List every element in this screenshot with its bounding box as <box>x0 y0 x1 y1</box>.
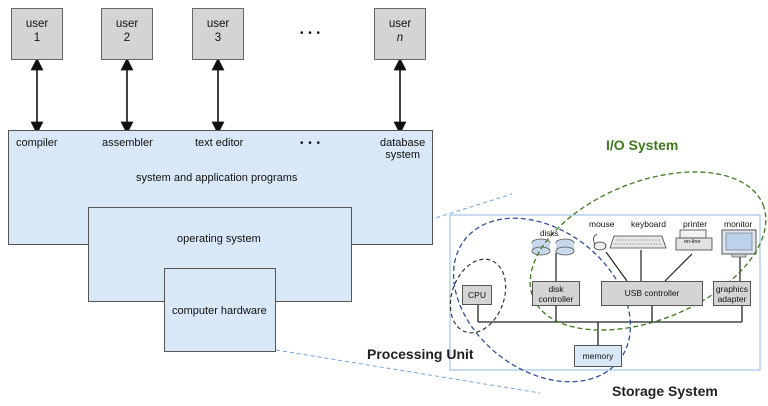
database-system-label: database system <box>380 137 425 161</box>
graphics-adapter-label-line1: graphics <box>715 284 749 294</box>
system-application-programs-label: system and application programs <box>136 172 298 184</box>
user-1-box: user 1 <box>11 8 63 60</box>
memory-box: memory <box>574 345 622 367</box>
user-n-label: user <box>388 18 412 30</box>
user-2-number: 2 <box>123 32 131 44</box>
mouse-label: mouse <box>589 219 615 229</box>
user-3-number: 3 <box>214 32 222 44</box>
disk-controller-label-line2: controller <box>538 294 574 304</box>
monitor-icon <box>721 229 757 258</box>
usb-controller-box: USB controller <box>601 281 703 306</box>
assembler-label: assembler <box>102 137 153 149</box>
disks-label: disks <box>540 229 559 238</box>
database-label-line2: system <box>385 149 421 161</box>
user-2-box: user 2 <box>101 8 153 60</box>
cpu-box: CPU <box>462 285 492 305</box>
users-ellipsis: • • • <box>300 28 322 39</box>
graphics-adapter-label-line2: adapter <box>717 294 747 304</box>
operating-system-label: operating system <box>177 233 261 245</box>
processing-unit-ellipse <box>449 258 507 334</box>
printer-label: printer <box>683 219 708 229</box>
memory-label: memory <box>582 351 614 361</box>
user-1-label: user <box>25 18 49 30</box>
user-2-label: user <box>115 18 139 30</box>
computer-hardware-label: computer hardware <box>172 305 267 317</box>
io-system-title: I/O System <box>606 137 679 153</box>
database-label-line1: database <box>380 137 426 149</box>
text-editor-label: text editor <box>195 137 244 149</box>
printer-icon <box>675 229 713 251</box>
disk-controller-label-line1: disk <box>548 284 564 294</box>
user-3-box: user 3 <box>192 8 244 60</box>
user-n-number: n <box>396 32 404 44</box>
io-system-ellipse <box>529 171 767 331</box>
user-1-number: 1 <box>33 32 41 44</box>
disks-icon <box>531 238 575 256</box>
graphics-adapter-box: graphics adapter <box>713 281 751 306</box>
compiler-label: compiler <box>16 137 58 149</box>
cpu-label: CPU <box>468 290 486 300</box>
usb-controller-label: USB controller <box>624 288 680 298</box>
processing-unit-title: Processing Unit <box>367 346 474 362</box>
zoom-line-bottom <box>275 349 541 394</box>
programs-ellipsis: • • • <box>300 138 322 149</box>
keyboard-icon <box>609 235 667 249</box>
zoom-line-top <box>275 193 513 269</box>
disk-controller-box: disk controller <box>532 281 580 306</box>
computer-hardware-layer <box>164 268 276 352</box>
mouse-icon <box>593 233 607 251</box>
user-3-label: user <box>206 18 230 30</box>
printer-online-tag: on-line <box>684 239 701 245</box>
storage-system-title: Storage System <box>612 383 718 399</box>
user-n-box: user n <box>374 8 426 60</box>
monitor-label: monitor <box>724 219 753 229</box>
keyboard-label: keyboard <box>631 219 666 229</box>
